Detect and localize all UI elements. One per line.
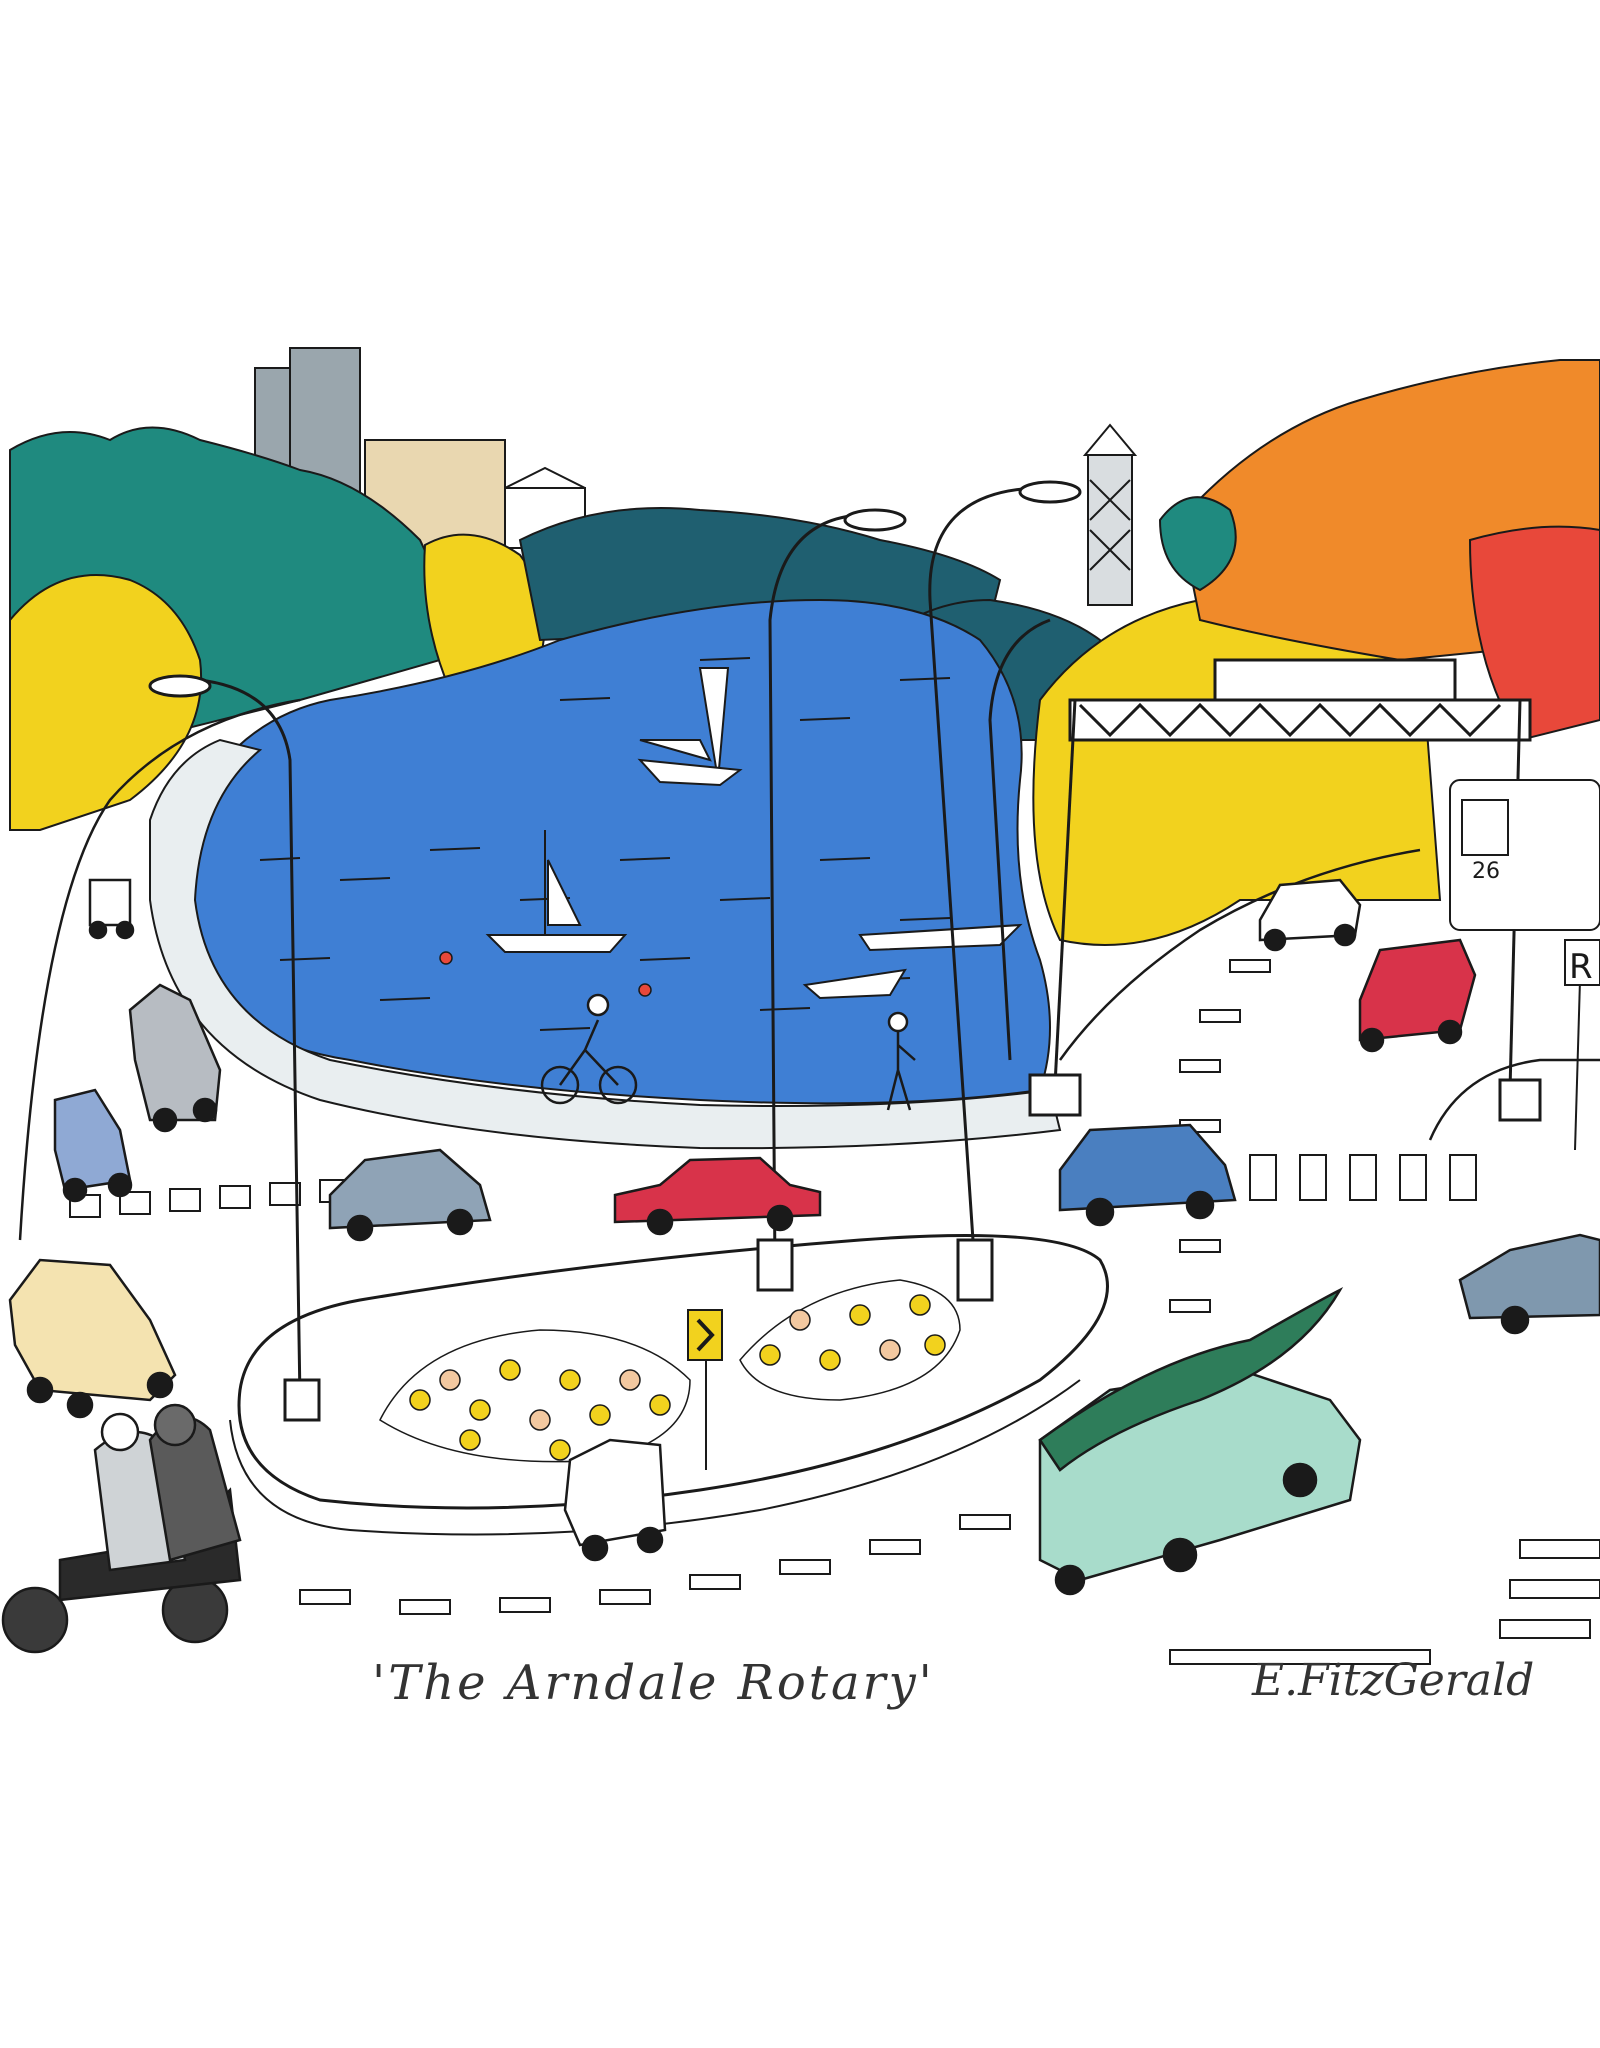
slate-coupe (1458, 1233, 1600, 1335)
vehicles (1, 878, 1600, 1654)
blue-compact-car (53, 1088, 133, 1203)
lamp-center-right (928, 486, 1041, 1271)
lamp-left (199, 678, 302, 1401)
rocky-breakwater (858, 923, 1023, 952)
cyclist (540, 993, 638, 1105)
yellow-tree-mass-left (9, 574, 203, 831)
small-cart (88, 878, 135, 940)
canoe (1038, 1287, 1344, 1472)
bus: 26 (1449, 779, 1600, 931)
roads (18, 698, 1600, 1241)
house-roof (504, 466, 586, 489)
gray-van (128, 983, 222, 1133)
artwork-title: 'The Arndale Rotary' (372, 1655, 935, 1711)
harbour-water (178, 598, 1051, 1105)
road-edge-right (1058, 848, 1421, 1061)
white-small-van (563, 1438, 667, 1562)
white-car-far (1258, 878, 1362, 952)
motorboat (802, 968, 907, 1000)
sailboat-far (637, 667, 743, 787)
lamp-center-left (768, 513, 861, 1271)
regulatory-sign: R (1564, 939, 1600, 1151)
sailboat-near (485, 830, 628, 953)
red-pickup (1358, 938, 1477, 1053)
red-sedan (613, 1156, 822, 1236)
seawall (149, 738, 1062, 1150)
cream-car (8, 1258, 177, 1419)
chevron-sign (687, 1309, 723, 1470)
street-lamps (148, 480, 1082, 1422)
road-edge-left (18, 698, 301, 1241)
motorcycle-riders (1, 1403, 242, 1654)
water-ripples (259, 657, 951, 1031)
walker (886, 1011, 916, 1111)
watch-tower (1082, 423, 1138, 606)
slate-hatchback (328, 1148, 492, 1242)
lamp-right (988, 618, 1051, 1061)
sign-gantry (1028, 658, 1542, 1122)
flower-bed (379, 1279, 961, 1463)
right-curb (1428, 1058, 1600, 1141)
buoy (439, 951, 453, 965)
bus-number: 26 (1472, 859, 1500, 884)
teal-palm-fronds (1158, 496, 1237, 592)
tower-roof (1082, 423, 1138, 456)
blue-suv (1058, 1123, 1237, 1227)
mint-car-with-canoe (1038, 1287, 1362, 1596)
artist-signature: E.FitzGerald (1252, 1655, 1535, 1706)
sign-letter: R (1569, 947, 1593, 987)
tower-body (1087, 454, 1133, 606)
buoy-2 (638, 983, 652, 997)
